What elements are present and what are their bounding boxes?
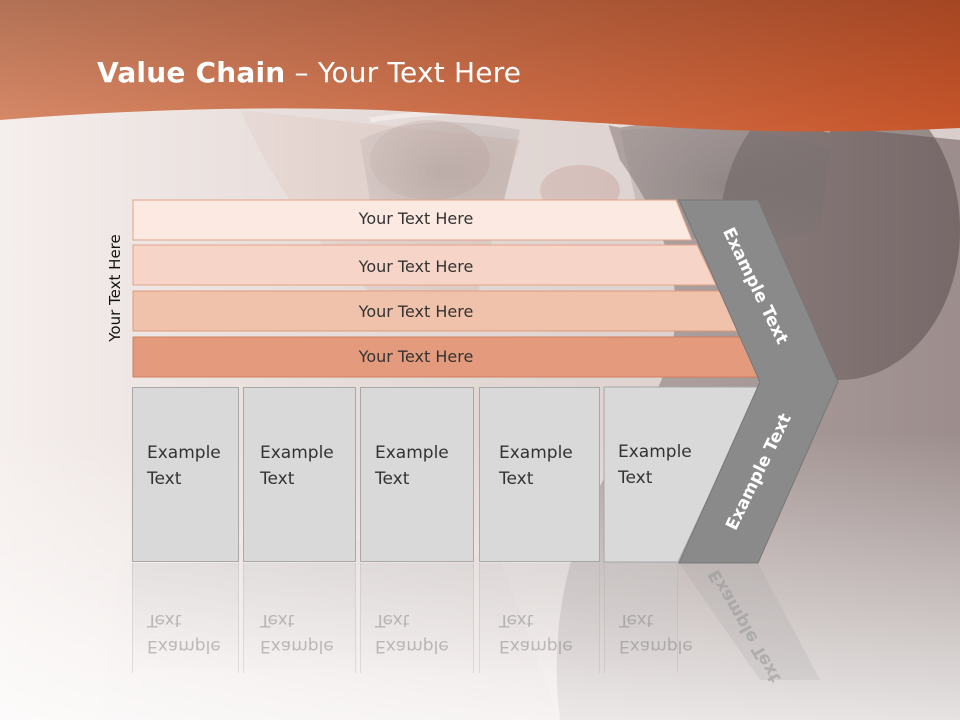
title-bold: Value Chain <box>97 56 286 89</box>
chevron-reflection <box>679 563 820 680</box>
row-label-2: Your Text Here <box>358 257 474 276</box>
row-label-3: Your Text Here <box>358 302 474 321</box>
page-title: Value Chain – Your Text Here <box>97 56 521 89</box>
row-band-1[interactable] <box>132 199 693 241</box>
row-label-4: Your Text Here <box>358 347 474 366</box>
header-band <box>0 0 960 132</box>
box-5-shape <box>603 386 761 563</box>
chevron-shape[interactable] <box>678 199 839 564</box>
row-band-2[interactable] <box>132 244 717 286</box>
row-label-1: Your Text Here <box>358 209 474 228</box>
title-rest: – Your Text Here <box>285 56 522 89</box>
